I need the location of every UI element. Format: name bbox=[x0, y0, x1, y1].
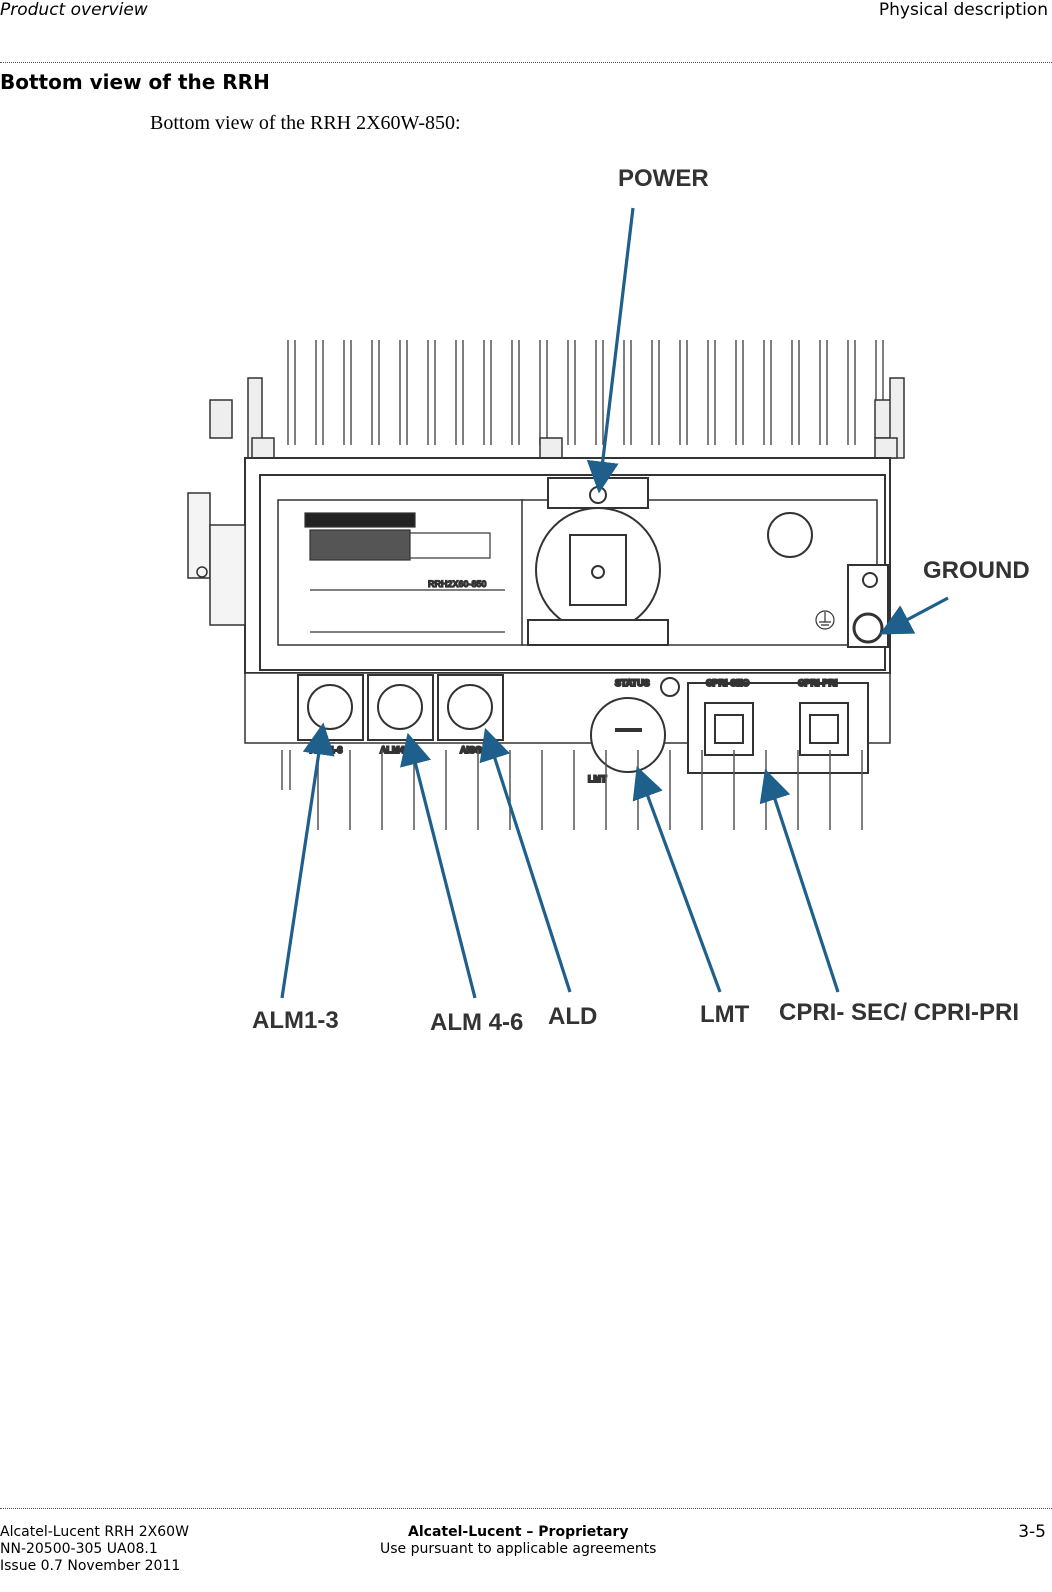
ground-callout: GROUND bbox=[923, 557, 1030, 584]
cpri-arrow bbox=[759, 768, 840, 993]
power-callout: POWER bbox=[618, 165, 709, 192]
model-label: RRH2X60-850 bbox=[428, 579, 487, 589]
page-number: 3-5 bbox=[1018, 1522, 1046, 1542]
lmt-arrow bbox=[632, 765, 722, 993]
agreement-notice: Use pursuant to applicable agreements bbox=[380, 1541, 657, 1557]
lmt-panel-label: LMT bbox=[588, 774, 607, 784]
alm46-panel-label: ALM4-6 bbox=[380, 745, 413, 755]
alm13-panel-label: ALM1-3 bbox=[310, 745, 343, 755]
alm46-callout: ALM 4-6 bbox=[430, 1009, 523, 1036]
alm13-callout: ALM1-3 bbox=[252, 1007, 339, 1034]
footer-divider bbox=[0, 1508, 1052, 1509]
connector-panel: STATUS CPRI-SEC CPRI-PRI ALM1-3 ALM4-6 A… bbox=[244, 672, 891, 785]
header-divider bbox=[0, 62, 1052, 63]
lmt-callout: LMT bbox=[700, 1001, 750, 1028]
alm13-arrow bbox=[280, 722, 335, 999]
cpri-pri-label: CPRI-PRI bbox=[798, 678, 838, 688]
doc-number: NN-20500-305 UA08.1 bbox=[0, 1541, 158, 1557]
ald-arrow bbox=[479, 727, 572, 993]
cooling-fins-top bbox=[287, 340, 884, 445]
section-title: Bottom view of the RRH bbox=[0, 70, 270, 94]
ground-arrow bbox=[879, 596, 949, 635]
doc-title: Alcatel-Lucent RRH 2X60W bbox=[0, 1524, 189, 1540]
proprietary-notice: Alcatel-Lucent – Proprietary bbox=[408, 1524, 629, 1540]
doc-issue: Issue 0.7 November 2011 bbox=[0, 1558, 181, 1574]
mounting-bolts bbox=[209, 377, 905, 459]
cpri-sec-label: CPRI-SEC bbox=[706, 678, 750, 688]
callout-arrows bbox=[280, 207, 949, 999]
alm46-arrow bbox=[400, 732, 477, 999]
rrh-bottom-view-figure: RRH2X60-850 bbox=[170, 150, 1050, 1050]
header-section: Physical description bbox=[878, 0, 1048, 20]
side-handle bbox=[187, 492, 246, 626]
rrh-drawing: RRH2X60-850 bbox=[187, 165, 1030, 1036]
power-connector bbox=[527, 477, 669, 646]
intro-text: Bottom view of the RRH 2X60W-850: bbox=[150, 112, 461, 134]
ald-callout: ALD bbox=[548, 1003, 597, 1030]
footer-proprietary: Alcatel-Lucent – Proprietary Use pursuan… bbox=[380, 1524, 656, 1558]
header-chapter: Product overview bbox=[0, 0, 148, 20]
aisg-panel-label: AISG bbox=[460, 745, 482, 755]
label-plate: RRH2X60-850 bbox=[304, 512, 505, 633]
footer-doc-info: Alcatel-Lucent RRH 2X60W NN-20500-305 UA… bbox=[0, 1524, 189, 1575]
status-label: STATUS bbox=[615, 678, 650, 688]
cpri-callout: CPRI- SEC/ CPRI-PRI bbox=[779, 999, 1019, 1026]
power-arrow bbox=[586, 207, 635, 494]
